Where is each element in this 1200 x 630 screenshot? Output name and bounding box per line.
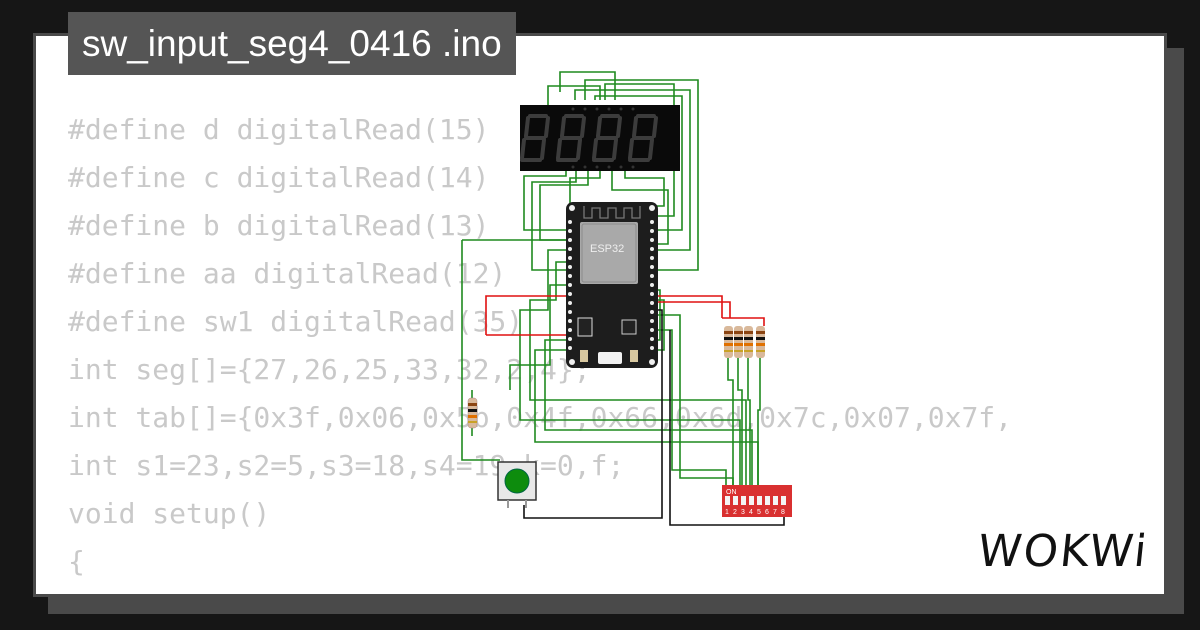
esp32-right-pins [650,220,654,350]
code-line: int tab[]={0x3f,0x06,0x5b,0x4f,0x66,0x6d… [68,401,1013,434]
wokwi-logo: WOKWi [975,526,1151,577]
dip-numbers: 1 2 3 4 5 6 7 8 [725,509,785,516]
green-wires [461,71,761,500]
code-line: #define d digitalRead(15) [68,113,490,146]
dip-number: 6 [765,509,769,516]
code-line: { [68,545,85,578]
code-line: int seg[]={27,26,25,33,32,2,4}; [68,353,591,386]
dip-on-label: ON [726,489,737,496]
display-segments [520,114,658,162]
esp32-label: ESP32 [590,243,624,255]
code-line: pinMode(15,INPUT_PULLUP); [68,586,1012,594]
dip-number: 5 [757,509,761,516]
dip-toggles [725,496,786,505]
resistor-button [467,397,478,429]
code-line: #define aa digitalRead(12) [68,257,507,290]
dip-number: 3 [741,509,745,516]
dip-switch[interactable]: ON 1 2 3 4 5 6 7 8 [722,485,792,517]
black-wires [523,309,785,526]
seven-segment-display [520,105,680,171]
pushbutton[interactable] [497,461,537,508]
dip-number: 1 [725,509,729,516]
esp32-board: ESP32 [566,202,658,368]
code-background: #define d digitalRead(15) #define c digit… [68,106,1013,594]
dip-number: 8 [781,509,785,516]
code-line: #define c digitalRead(14) [68,161,490,194]
code-line: #define sw1 digitalRead(35) [68,305,524,338]
code-line: void setup() [68,497,271,530]
dip-number: 7 [773,509,777,516]
code-line: #define b digitalRead(13) [68,209,490,242]
dip-number: 2 [733,509,737,516]
code-line: int s1=23,s2=5,s3=18,s4=19,k=0,f; [68,449,625,482]
display-pins-bottom [571,165,635,169]
esp32-left-pins [568,220,572,350]
project-title: sw_input_seg4_0416 .ino [68,12,516,75]
dip-number: 4 [749,509,753,516]
display-pins-top [571,107,635,111]
resistor-bank [724,326,765,358]
